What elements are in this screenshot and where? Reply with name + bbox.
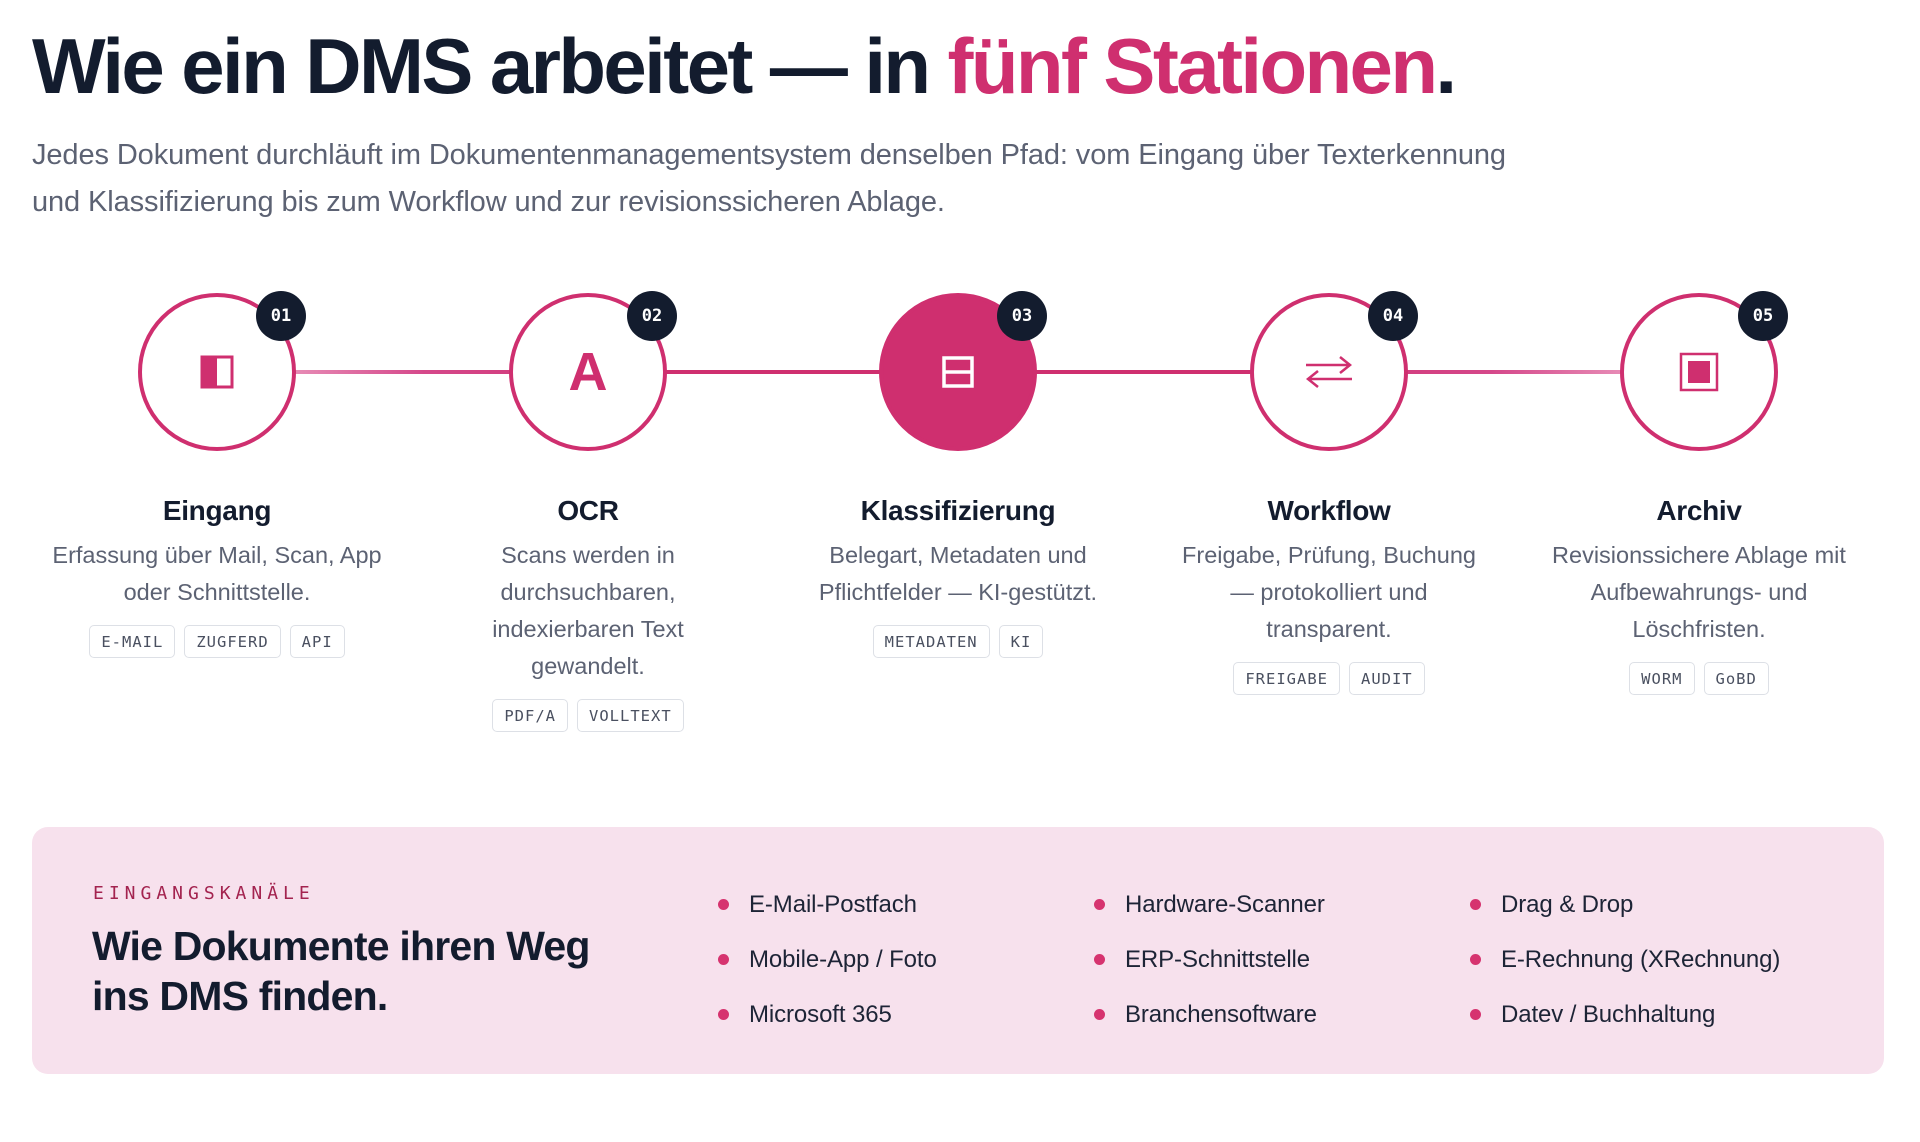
bullet-dot-icon (718, 1009, 729, 1020)
station-tags: E-MAIL ZUGFERD API (37, 625, 397, 658)
list-item: Datev / Buchhaltung (1470, 987, 1780, 1042)
bullet-dot-icon (1470, 954, 1481, 965)
list-item: E-Mail-Postfach (718, 877, 937, 932)
station-eingang: 01 Eingang Erfassung über Mail, Scan, Ap… (37, 291, 397, 658)
swap-arrows-icon (1305, 356, 1353, 388)
tag: KI (998, 625, 1044, 658)
station-tags: METADATEN KI (778, 625, 1138, 658)
station-description: Revisionssichere Ablage mit Aufbewahrung… (1552, 542, 1846, 642)
bullet-dot-icon (1094, 899, 1105, 910)
station-archiv: 05 Archiv Revisionssichere Ablage mit Au… (1519, 291, 1879, 695)
tag: PDF/A (492, 699, 568, 732)
station-title: OCR (557, 495, 619, 526)
bullet-dot-icon (1094, 954, 1105, 965)
list-item: Drag & Drop (1470, 877, 1780, 932)
list-item: Mobile-App / Foto (718, 932, 937, 987)
bullet-dot-icon (718, 899, 729, 910)
title-end: . (1435, 22, 1457, 110)
tag: API (289, 625, 345, 658)
station-circle: A 02 (509, 291, 677, 451)
letter-a-icon: A (568, 342, 608, 402)
station-circle-active: 03 (879, 291, 1047, 451)
station-klassifizierung: 03 Klassifizierung Belegart, Metadaten u… (778, 291, 1138, 658)
station-description: Erfassung über Mail, Scan, App oder Schn… (52, 542, 382, 605)
tag: VOLLTEXT (577, 699, 684, 732)
page-title: Wie ein DMS arbeitet — in fünf Stationen… (32, 22, 1457, 110)
station-tags: WORM GoBD (1519, 662, 1879, 695)
station-title: Eingang (162, 495, 272, 526)
station-ocr: A 02 OCR Scans werden in durchsuchbaren,… (408, 291, 768, 732)
station-circle: 01 (138, 291, 306, 451)
bullet-dot-icon (1470, 899, 1481, 910)
station-tags: PDF/A VOLLTEXT (408, 699, 768, 732)
station-description: Freigabe, Prüfung, Buchung — protokollie… (1182, 542, 1476, 642)
station-title: Klassifizierung (860, 495, 1056, 526)
tag: METADATEN (872, 625, 990, 658)
tag: AUDIT (1348, 662, 1425, 695)
list-item: E-Rechnung (XRechnung) (1470, 932, 1780, 987)
channels-title: Wie Dokumente ihren Weg ins DMS finden. (92, 923, 590, 1019)
station-description: Scans werden in durchsuchbaren, indexier… (492, 542, 684, 679)
bullet-dot-icon (1094, 1009, 1105, 1020)
inbox-half-square-icon (200, 355, 234, 389)
station-number-badge: 01 (256, 291, 306, 341)
channels-list-3: Drag & Drop E-Rechnung (XRechnung) Datev… (1470, 877, 1780, 1042)
title-main: Wie ein DMS arbeitet — in (32, 22, 948, 110)
channels-list-1: E-Mail-Postfach Mobile-App / Foto Micros… (718, 877, 937, 1042)
tag: ZUGFERD (184, 625, 281, 658)
station-title: Archiv (1656, 495, 1742, 526)
station-workflow: 04 Workflow Freigabe, Prüfung, Buchung —… (1149, 291, 1509, 695)
tag: E-MAIL (89, 625, 176, 658)
process-timeline: 01 Eingang Erfassung über Mail, Scan, Ap… (37, 291, 1879, 732)
archive-square-icon (1679, 352, 1719, 392)
bullet-dot-icon (718, 954, 729, 965)
channels-eyebrow: EINGANGSKANÄLE (93, 883, 315, 904)
list-item: Branchensoftware (1094, 987, 1325, 1042)
tag: WORM (1629, 662, 1695, 695)
tag: GoBD (1703, 662, 1769, 695)
tag: FREIGABE (1233, 662, 1340, 695)
station-number-badge: 02 (627, 291, 677, 341)
station-number-badge: 04 (1368, 291, 1418, 341)
split-box-icon (942, 356, 974, 388)
station-description: Belegart, Metadaten und Pflichtfelder — … (818, 542, 1098, 605)
station-number-badge: 05 (1738, 291, 1788, 341)
list-item: ERP-Schnittstelle (1094, 932, 1325, 987)
page-subtitle: Jedes Dokument durchläuft im Dokumentenm… (32, 139, 1506, 218)
station-circle: 04 (1250, 291, 1418, 451)
station-circle: 05 (1620, 291, 1788, 451)
channels-list-2: Hardware-Scanner ERP-Schnittstelle Branc… (1094, 877, 1325, 1042)
title-accent: fünf Stationen (947, 22, 1438, 110)
list-item: Hardware-Scanner (1094, 877, 1325, 932)
station-tags: FREIGABE AUDIT (1149, 662, 1509, 695)
station-title: Workflow (1267, 495, 1391, 526)
bullet-dot-icon (1470, 1009, 1481, 1020)
station-number-badge: 03 (997, 291, 1047, 341)
list-item: Microsoft 365 (718, 987, 937, 1042)
channels-panel: EINGANGSKANÄLE Wie Dokumente ihren Weg i… (32, 827, 1884, 1074)
